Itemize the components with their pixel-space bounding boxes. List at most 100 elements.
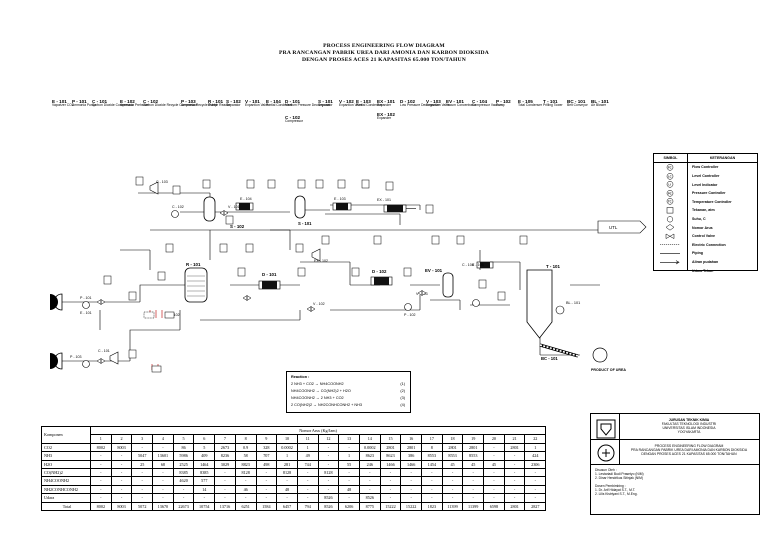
flow-value: 281 [276,459,298,470]
flow-value: 744 [296,459,319,470]
svg-text:PC: PC [668,191,672,195]
tb-dept-4: YOGYAKARTA [677,430,701,434]
equipment-code: EV - 101 [446,99,464,104]
level-indicator-icon: LI [666,181,674,188]
tb-doc-2: PRA RANCANGAN PABRIK UREA DARI AMONIA DA… [630,448,748,452]
flow-value: 2801 [441,442,464,453]
table-row: Udara-----------8526-8526-------- [41,493,547,503]
equipment-code: C - 104 [472,99,488,104]
pressure-controller-icon: PC [666,189,674,197]
separator-s102: S - 102 [203,196,245,229]
condenser-e105 [476,261,494,269]
flow-value: 8 [421,442,443,453]
flow-value: 328 [255,442,278,453]
flow-value: 6251 [234,501,257,512]
equipment-name: Separator [226,103,241,107]
flow-value: - [255,493,278,503]
stream-number-header: 1 [90,434,112,444]
tb-by-label: Disusun Oleh : [595,468,617,472]
reaction-number: (4) [400,403,405,407]
svg-text:LC: LC [668,174,672,178]
flow-value: 498 [255,459,278,470]
flow-value: 46 [234,484,257,495]
flow-value: - [110,459,133,470]
equipment-name: Ammonia Preheater [120,103,150,107]
flow-value: 2673 [214,442,236,453]
flow-arrow-icon [660,259,680,264]
equipment-code: S - 101 [318,99,333,104]
equipment-code: E - 105 [518,99,533,104]
flow-value: 246 [358,459,381,470]
flow-value: 1 [296,442,319,453]
legend-label: Udara Tekan [692,268,714,273]
flow-value: 2306 [524,459,547,470]
legend-label: Nomor Arus [692,225,713,230]
flow-value: - [441,484,464,495]
equipment-code: D - 101 [285,99,301,104]
flow-value: 1 [276,451,298,461]
flow-value: - [317,451,340,461]
flow-value: 8128 [317,468,340,478]
equipment-name: Medium Pressure Decomposer [285,103,331,107]
label-d101: D - 101 [262,272,277,277]
flow-value: 794 [296,501,319,512]
equipment-name: Compressor [285,119,303,123]
equipment-code: R - 101 [208,99,224,104]
flow-value: 8385 [193,468,216,478]
equipment-code: S - 102 [226,99,241,104]
flow-value: - [131,442,154,453]
flow-value: 8236 [214,451,236,461]
component-name: NH4COONH2 [41,476,91,486]
flow-value: 45 [483,459,505,470]
control-valve-icon [665,233,675,239]
equipment-name: Belt Conveyor [567,103,588,107]
diagram-title: PROCESS ENGINEERING FLOW DIAGRAM [323,43,445,49]
flow-value: - [255,476,278,486]
stream-number-icon [665,224,675,231]
flow-value: 8526 [317,501,340,512]
label-c102: C - 102 [172,205,184,209]
flow-value: - [421,493,443,503]
label-p101: P - 101 [80,296,92,300]
flow-value: - [90,468,112,478]
flow-value: 55 [338,459,360,470]
stream-number-header: 6 [193,434,216,444]
table-row: NH2CONHCONH2-----14-46-48--48--------- [41,484,547,495]
flow-value: - [441,493,464,503]
flow-value: - [421,476,443,486]
title-block: JURUSAN TEKNIK KIMIA FAKULTAS TEKNOLOGI … [590,413,760,515]
tb-doc-1: PROCESS ENGINEERING FLOW DIAGRAM [654,444,724,448]
label-bc101: BC - 101 [541,356,558,361]
flow-value: 25 [131,459,154,470]
tb-adv-2: 2. Lilis Kistriyani S.T., M.Eng. [595,492,638,496]
label-ex101: EX - 101 [377,198,391,202]
pressure-tag-icon [666,207,674,214]
flow-value: - [131,468,154,478]
flow-value: 386 [400,451,422,461]
stream-number-header: 19 [462,434,485,444]
flow-value: 6598 [483,501,505,512]
flow-value: - [214,468,236,478]
stream-number-header: 15 [379,434,402,444]
reaction-equation: 2 CO(NH2)2 → NH2CONHCONH2 + NH3 [291,403,362,407]
label-c104: C - 104 [462,263,474,267]
flow-value: - [276,476,298,486]
equipment-code: P - 101 [72,99,87,104]
flow-value: - [400,468,422,478]
legend-item: Udara Tekan [654,266,757,275]
flow-value: - [379,468,402,478]
flow-value: - [462,476,485,486]
equipment-name: Low Pressure Decomposer [400,103,440,107]
flow-value: - [524,484,547,495]
electric-connection-icon [660,244,680,245]
